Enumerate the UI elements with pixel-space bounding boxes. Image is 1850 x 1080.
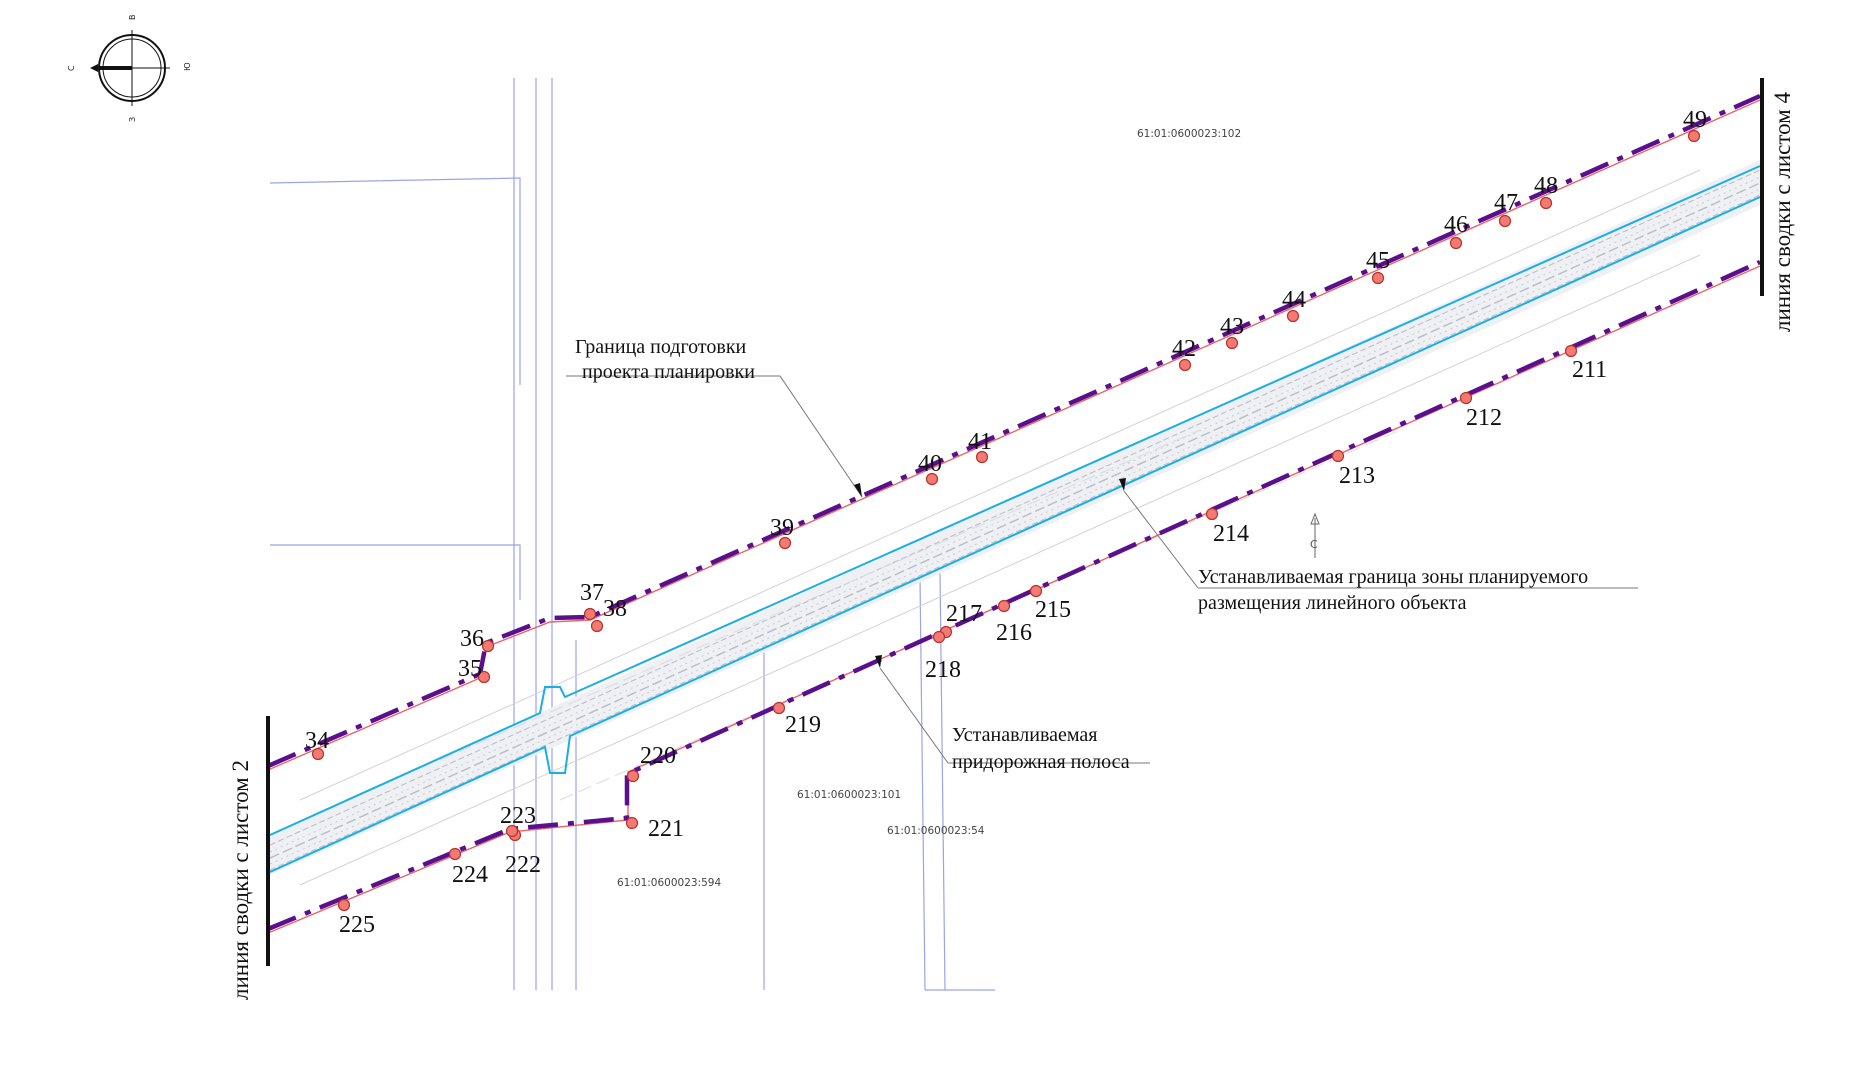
point-marker-41 — [975, 450, 989, 464]
point-label-46: 46 — [1444, 212, 1468, 238]
point-marker-47 — [1498, 214, 1512, 228]
point-marker-39 — [778, 536, 792, 550]
point-marker-36 — [481, 639, 495, 653]
point-label-217: 217 — [946, 601, 982, 627]
svg-text:В: В — [128, 15, 137, 21]
zone-boundary — [269, 165, 1761, 873]
point-marker-44 — [1286, 309, 1300, 323]
point-label-42: 42 — [1172, 336, 1196, 362]
point-label-218: 218 — [925, 657, 961, 683]
point-marker-225 — [337, 898, 351, 912]
parcel-lines — [269, 78, 995, 991]
point-marker-211 — [1564, 344, 1578, 358]
point-label-220: 220 — [640, 743, 676, 769]
point-label-45: 45 — [1366, 248, 1390, 274]
point-label-48: 48 — [1534, 173, 1558, 199]
point-label-38: 38 — [603, 596, 627, 622]
planning-boundary-lower — [267, 259, 1761, 932]
point-label-49: 49 — [1683, 107, 1707, 133]
point-label-219: 219 — [785, 712, 821, 738]
point-marker-221 — [625, 816, 639, 830]
point-label-211: 211 — [1572, 357, 1607, 383]
point-label-214: 214 — [1213, 521, 1249, 547]
cadastral-54: 61:01:0600023:54 — [887, 825, 985, 837]
point-marker-219 — [772, 701, 786, 715]
point-marker-35 — [477, 670, 491, 684]
leader-lines — [566, 375, 1638, 764]
point-marker-43 — [1225, 336, 1239, 350]
side-label-right: линия сводки с листом 4 — [1770, 92, 1795, 332]
svg-text:З: З — [128, 117, 137, 122]
point-marker-224 — [448, 847, 462, 861]
point-label-221: 221 — [648, 816, 684, 842]
point-marker-46 — [1449, 236, 1463, 250]
callout-planning-2: проекта планировки — [582, 361, 755, 383]
callout-roadside-1: Устанавливаемая — [952, 724, 1097, 746]
point-marker-216 — [997, 599, 1011, 613]
point-label-41: 41 — [968, 429, 992, 455]
road-corridor — [269, 160, 1761, 886]
point-marker-38 — [590, 619, 604, 633]
callout-zone-1: Устанавливаемая граница зоны планируемог… — [1198, 566, 1588, 588]
point-label-224: 224 — [452, 862, 488, 888]
point-marker-212 — [1459, 391, 1473, 405]
point-label-44: 44 — [1282, 287, 1306, 313]
point-marker-42 — [1178, 358, 1192, 372]
point-marker-215 — [1029, 584, 1043, 598]
point-label-40: 40 — [918, 451, 942, 477]
cadastral-101: 61:01:0600023:101 — [797, 789, 901, 801]
planning-boundary-upper — [267, 93, 1761, 769]
point-label-225: 225 — [339, 912, 375, 938]
callout-roadside-2: придорожная полоса — [952, 751, 1130, 773]
point-marker-213 — [1331, 449, 1345, 463]
point-label-35: 35 — [458, 656, 482, 682]
point-marker-218 — [932, 630, 946, 644]
point-label-216: 216 — [996, 620, 1032, 646]
point-label-36: 36 — [460, 626, 484, 652]
point-label-37: 37 — [580, 580, 604, 606]
point-marker-37 — [583, 607, 597, 621]
callout-zone-2: размещения линейного объекта — [1198, 592, 1467, 614]
point-marker-40 — [925, 472, 939, 486]
point-marker-214 — [1205, 507, 1219, 521]
point-marker-48 — [1539, 196, 1553, 210]
cadastral-102: 61:01:0600023:102 — [1137, 128, 1241, 140]
cadastral-594: 61:01:0600023:594 — [617, 877, 721, 889]
point-label-215: 215 — [1035, 597, 1071, 623]
point-marker-34 — [311, 747, 325, 761]
point-label-223: 223 — [500, 803, 536, 829]
point-label-212: 212 — [1466, 405, 1502, 431]
point-marker-45 — [1371, 271, 1385, 285]
compass-icon: С В Ю З — [67, 15, 192, 123]
point-marker-220 — [626, 769, 640, 783]
point-label-43: 43 — [1220, 314, 1244, 340]
north-arrow-icon: С — [1310, 512, 1320, 558]
point-label-39: 39 — [770, 515, 794, 541]
point-marker-49 — [1687, 129, 1701, 143]
point-label-47: 47 — [1494, 190, 1518, 216]
svg-text:С: С — [1310, 538, 1318, 551]
svg-text:С: С — [67, 65, 76, 71]
point-label-222: 222 — [505, 852, 541, 878]
leader-arrows — [854, 478, 1126, 668]
point-label-34: 34 — [305, 728, 329, 754]
svg-text:Ю: Ю — [183, 62, 192, 71]
side-label-left: линия сводки с листом 2 — [228, 760, 253, 1000]
callout-planning-1: Граница подготовки — [575, 336, 747, 358]
point-marker-223 — [505, 824, 519, 838]
point-label-213: 213 — [1339, 463, 1375, 489]
